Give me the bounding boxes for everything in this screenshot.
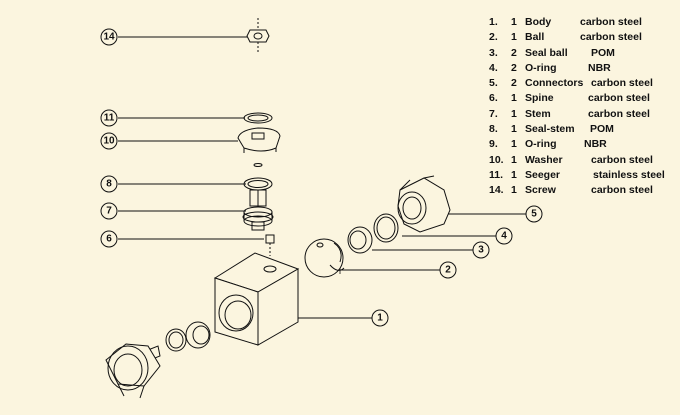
part-name: Washer [525, 153, 563, 166]
part-quantity: 1 [511, 31, 517, 44]
part-name: Connectors [525, 77, 584, 90]
part-material: POM [591, 46, 615, 59]
part-quantity: 1 [511, 168, 517, 181]
part-quantity: 1 [511, 92, 517, 105]
spine-part [265, 234, 275, 256]
parts-list-row: 8. 1 Seal-stem POM [489, 123, 674, 138]
part-quantity: 2 [511, 61, 517, 74]
seeger-part [243, 112, 273, 124]
part-name: Spine [525, 92, 554, 105]
part-name: Seal ball [525, 46, 568, 59]
part-quantity: 1 [511, 123, 517, 136]
callout-5: 5 [531, 209, 537, 220]
part-name: Seeger [525, 168, 561, 181]
parts-list-row: 11. 1 Seeger stainless steel [489, 169, 674, 184]
part-number: 7. [489, 107, 498, 120]
part-number: 10. [489, 153, 504, 166]
part-quantity: 1 [511, 138, 517, 151]
part-number: 3. [489, 46, 498, 59]
part-name: Seal-stem [525, 123, 575, 136]
left-seal-ball [185, 321, 211, 349]
body-part [213, 252, 300, 346]
callout-10: 10 [103, 136, 115, 147]
part-number: 6. [489, 92, 498, 105]
parts-list-row: 14. 1 Screw carbon steel [489, 184, 674, 199]
callout-circles [100, 28, 543, 327]
part-number: 11. [489, 168, 504, 181]
parts-list-row: 2. 1 Ball carbon steel [489, 31, 674, 46]
part-quantity: 2 [511, 46, 517, 59]
callout-1: 1 [377, 313, 383, 324]
parts-list-row: 1. 1 Body carbon steel [489, 16, 674, 31]
part-number: 2. [489, 31, 498, 44]
part-quantity: 1 [511, 184, 517, 197]
seal-ball-part [347, 226, 373, 254]
part-material: carbon steel [588, 107, 650, 120]
parts-list-row: 4. 2 O-ring NBR [489, 62, 674, 77]
part-name: Screw [525, 184, 556, 197]
part-quantity: 1 [511, 153, 517, 166]
parts-list-row: 10. 1 Washer carbon steel [489, 154, 674, 169]
part-material: carbon steel [580, 16, 642, 28]
part-name: Ball [525, 31, 545, 44]
part-number: 1. [489, 16, 498, 28]
ball-part [304, 238, 345, 278]
part-number: 5. [489, 77, 498, 90]
callout-11: 11 [104, 113, 115, 124]
callout-14: 14 [103, 32, 115, 43]
left-connector [105, 343, 161, 399]
part-material: carbon steel [580, 31, 642, 44]
parts-list-row: 9. 1 O-ring NBR [489, 138, 674, 153]
callout-7: 7 [106, 206, 112, 217]
screw-part [246, 18, 270, 52]
part-material: stainless steel [593, 168, 665, 181]
seal-stem-part [243, 177, 273, 191]
callout-8: 8 [106, 179, 112, 190]
part-quantity: 1 [511, 107, 517, 120]
part-name: Stem [525, 107, 551, 120]
part-material: carbon steel [591, 153, 653, 166]
part-material: POM [590, 123, 614, 136]
part-number: 9. [489, 138, 498, 151]
part-name: O-ring [525, 61, 557, 74]
left-oring [165, 328, 187, 352]
part-material: carbon steel [591, 184, 653, 197]
part-name: Body [525, 16, 552, 28]
part-number: 8. [489, 123, 498, 136]
callout-4: 4 [501, 231, 507, 242]
part-material: carbon steel [588, 92, 650, 105]
part-quantity: 1 [511, 16, 517, 28]
callout-6: 6 [106, 234, 112, 245]
part-material: NBR [584, 138, 607, 151]
parts-list-row: 7. 1 Stem carbon steel [489, 108, 674, 123]
washer-part [237, 127, 281, 153]
part-material: carbon steel [591, 77, 653, 90]
part-number: 14. [489, 184, 504, 197]
oring-part [373, 213, 399, 243]
stem-part [242, 189, 274, 231]
parts-list-row: 6. 1 Spine carbon steel [489, 92, 674, 107]
callout-2: 2 [445, 265, 451, 276]
part-name: O-ring [525, 138, 557, 151]
callout-3: 3 [478, 245, 484, 256]
right-connector [397, 175, 451, 233]
oring-small-part [253, 163, 263, 167]
part-material: NBR [588, 61, 611, 74]
part-number: 4. [489, 61, 498, 74]
parts-list-row: 3. 2 Seal ball POM [489, 47, 674, 62]
parts-list-row: 5. 2 Connectors carbon steel [489, 77, 674, 92]
part-quantity: 2 [511, 77, 517, 90]
